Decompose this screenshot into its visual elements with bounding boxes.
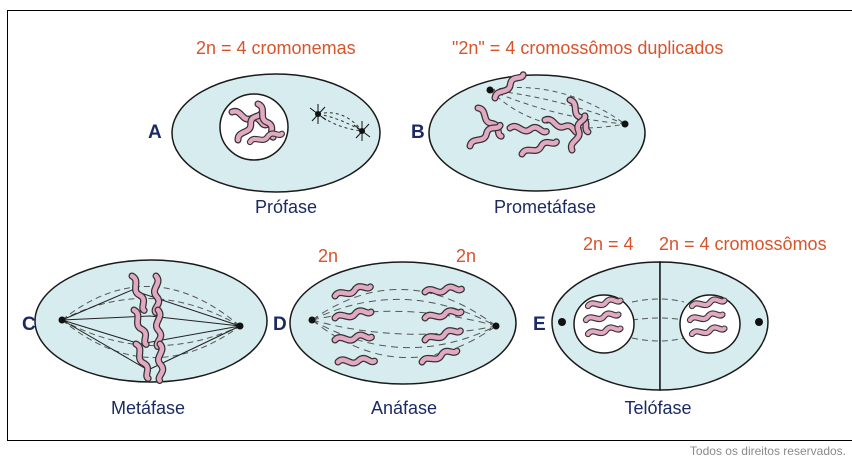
- cell-prometaphase: [429, 74, 645, 191]
- stage-caption-prometaphase: Prometáfase: [494, 197, 596, 218]
- stage-caption-telophase: Telófase: [624, 398, 691, 419]
- cell-anaphase: [290, 262, 516, 384]
- count-label-telophase-left: 2n = 4: [583, 234, 634, 255]
- cell-metaphase: [35, 260, 267, 382]
- count-label-prometaphase: "2n" = 4 cromossômos duplicados: [452, 38, 723, 59]
- panel-letter-c: C: [22, 314, 36, 336]
- stage-caption-anaphase: Anáfase: [371, 398, 437, 419]
- count-label-prophase: 2n = 4 cromonemas: [196, 38, 356, 59]
- cell-telophase: [552, 262, 768, 390]
- count-label-telophase-right: 2n = 4 cromossômos: [659, 234, 827, 255]
- count-label-anaphase-left: 2n: [318, 246, 338, 267]
- count-label-anaphase-right: 2n: [456, 246, 476, 267]
- panel-letter-e: E: [533, 314, 546, 336]
- cell-prophase: [172, 74, 380, 192]
- panel-letter-a: A: [148, 122, 162, 144]
- panel-letter-b: B: [411, 122, 425, 144]
- panel-letter-d: D: [273, 314, 287, 336]
- stage-caption-metaphase: Metáfase: [111, 398, 185, 419]
- copyright-footer: Todos os direitos reservados.: [690, 444, 846, 458]
- stage-caption-prophase: Prófase: [255, 197, 317, 218]
